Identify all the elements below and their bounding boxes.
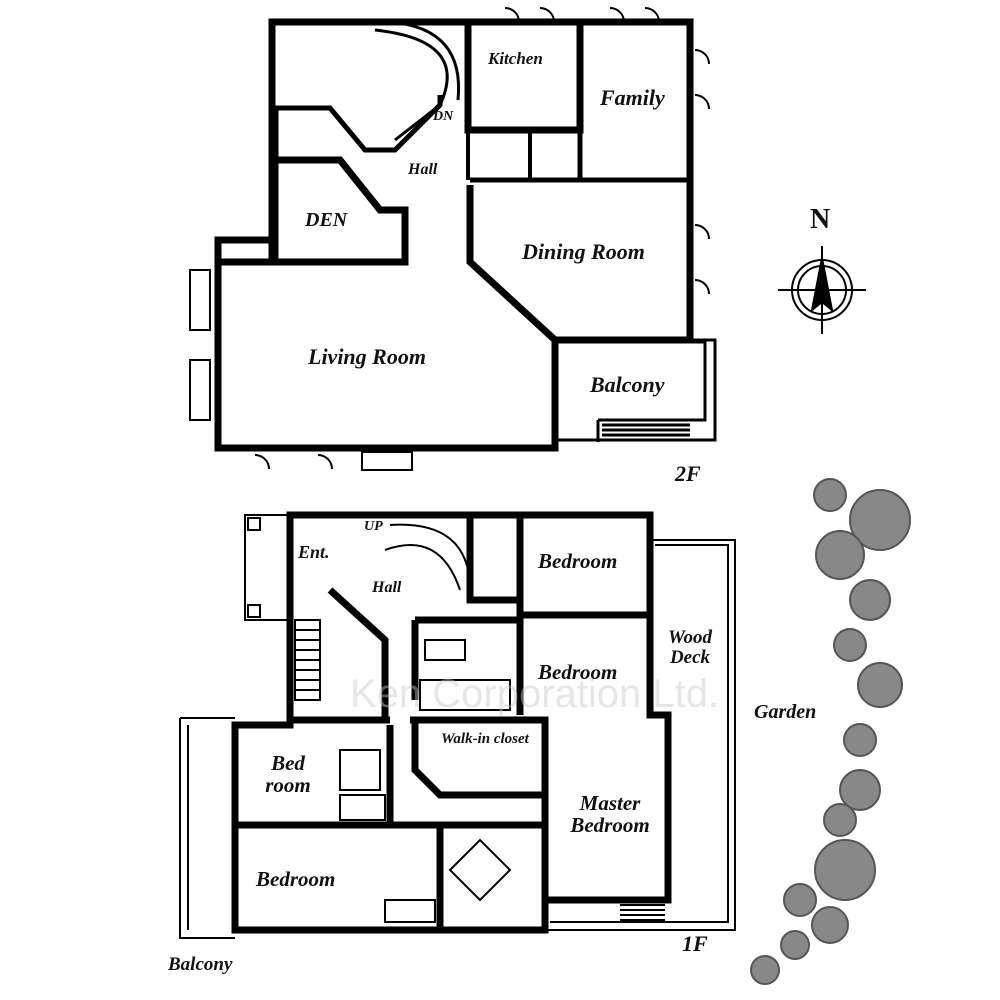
room-label-bedroom-e: Bedroom [538,660,618,684]
watermark: Ken Corporation Ltd. [350,672,720,716]
stair-label-up: UP [364,519,383,534]
area-label-garden: Garden [754,701,817,723]
room-label-walkin-closet: Walk-in closet [441,731,529,747]
room-label-dining: Dining Room [522,239,645,264]
room-label-entrance: Ent. [298,542,330,562]
floor-label-2f: 2F [675,461,701,486]
room-label-living: Living Room [308,344,426,369]
room-label-bedroom-sw: Bedroom [256,867,336,891]
room-label-master-bedroom: Master Bedroom [570,791,650,838]
room-label-bed-room: Bed room [265,751,311,798]
room-label-bedroom-ne: Bedroom [538,549,618,573]
room-label-den: DEN [305,209,348,231]
floor-label-1f: 1F [682,931,708,956]
compass-north-label: N [810,204,831,235]
outlines-1f [179,514,736,939]
room-label-wood-deck: Wood Deck [668,627,712,668]
room-label-family: Family [600,85,665,110]
room-label-hall-2f: Hall [408,161,438,178]
doors-windows [189,7,710,471]
balcony-2f-outline [558,338,717,442]
room-label-hall-1f: Hall [372,579,402,596]
trees [750,478,911,985]
walls-1f [231,511,672,934]
stairs-2f [374,20,461,142]
stair-label-dn: DN [433,109,454,124]
room-label-balcony-1f: Balcony [168,954,233,975]
room-label-kitchen: Kitchen [488,49,543,68]
room-label-balcony-2f: Balcony [590,372,665,397]
compass-icon [778,246,866,334]
